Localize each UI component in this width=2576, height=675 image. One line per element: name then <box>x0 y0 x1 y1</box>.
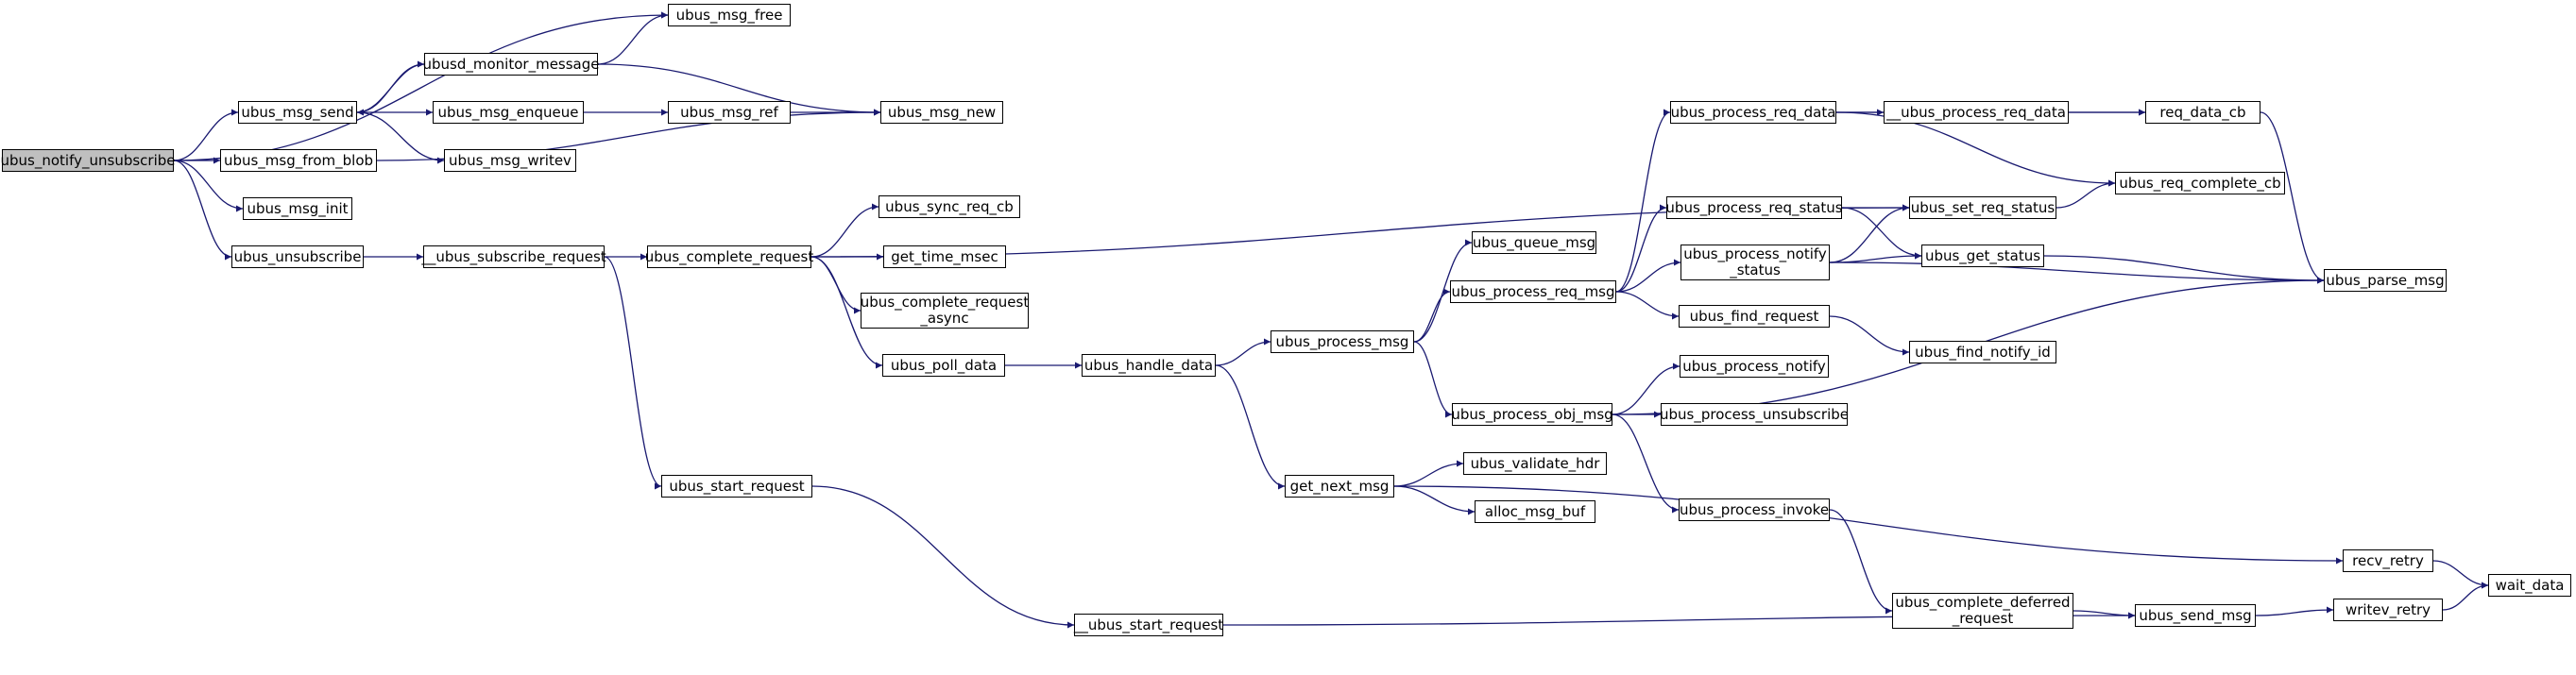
edge-req-data-cb-to-ubus-parse-msg <box>2260 111 2325 284</box>
node-recv-retry[interactable]: recv_retry <box>2343 549 2433 572</box>
edge-ubus-process-req-data-to-ubus-req-complete-cb <box>1835 111 2116 187</box>
node-ubus-msg-free[interactable]: ubus_msg_free <box>668 4 791 26</box>
node-ubus-parse-msg[interactable]: ubus_parse_msg <box>2324 269 2447 292</box>
node-ubus-queue-msg[interactable]: ubus_queue_msg <box>1472 231 1596 254</box>
node-ubus-msg-ref[interactable]: ubus_msg_ref <box>668 101 791 124</box>
node-ubus-complete-request[interactable]: ubus_complete_request <box>645 245 813 268</box>
node-get-time-msec[interactable]: get_time_msec <box>883 245 1006 268</box>
node-ubus-req-complete-cb[interactable]: ubus_req_complete_cb <box>2115 172 2285 194</box>
node-ubus-msg-from-blob[interactable]: ubus_msg_from_blob <box>220 149 377 172</box>
edge-writev-retry-to-wait-data <box>2442 582 2489 611</box>
edge-ubus-process-msg-to-ubus-process-req-msg <box>1413 288 1451 343</box>
edge-ubus-subscribe-request-to-ubus-start-request <box>604 256 662 490</box>
edge-ubus-process-invoke-to-ubus-complete-deferred-request <box>1829 509 1893 615</box>
edge-ubus-process-notify-status-to-ubus-set-req-status <box>1829 204 1910 263</box>
edge-ubus-msg-send-to-ubus-msg-writev <box>356 111 445 164</box>
edge-ubus-process-obj-msg-to-ubus-process-invoke <box>1612 413 1680 514</box>
edge-ubusd-monitor-message-to-ubus-msg-send <box>356 63 425 116</box>
node-alloc-msg-buf[interactable]: alloc_msg_buf <box>1475 500 1595 523</box>
node-writev-retry[interactable]: writev_retry <box>2333 599 2443 621</box>
edge-ubus-complete-request-to-ubus-sync-req-cb <box>810 203 879 258</box>
edge-ubusd-monitor-message-to-ubus-msg-new <box>597 63 881 116</box>
edge-get-next-msg-to-alloc-msg-buf <box>1393 485 1476 515</box>
edge-ubus-notify-unsubscribe-to-ubus-unsubscribe <box>173 160 232 261</box>
edge-get-next-msg-to-ubus-validate-hdr <box>1393 460 1464 487</box>
node-ubus-msg-new[interactable]: ubus_msg_new <box>880 101 1003 124</box>
node-ubus-notify-unsubscribe[interactable]: ubus_notify_unsubscribe <box>1 149 176 172</box>
edge-ubus-process-req-msg-to-ubus-find-request <box>1615 291 1680 320</box>
node-ubus-sync-req-cb[interactable]: ubus_sync_req_cb <box>879 195 1020 218</box>
node-ubus-set-req-status[interactable]: ubus_set_req_status <box>1909 196 2056 219</box>
node-ubus-subscribe-request[interactable]: __ubus_subscribe_request <box>421 245 606 268</box>
node-ubus-process-msg[interactable]: ubus_process_msg <box>1271 330 1414 353</box>
edge-ubus-send-msg-to-writev-retry <box>2255 606 2334 616</box>
node-ubus-find-notify-id[interactable]: ubus_find_notify_id <box>1909 341 2056 363</box>
node-ubus-get-status[interactable]: ubus_get_status <box>1921 245 2044 267</box>
edge-ubus-get-status-to-ubus-parse-msg <box>2043 255 2325 284</box>
node-ubus-msg-send[interactable]: ubus_msg_send <box>238 101 357 124</box>
node-ubus-process-req-data[interactable]: __ubus_process_req_data <box>1884 101 2069 124</box>
node-ubus-process-notify[interactable]: ubus_process_notify <box>1680 355 1829 378</box>
edge-ubus-handle-data-to-ubus-process-msg <box>1215 338 1271 366</box>
node-ubus-start-request[interactable]: ubus_start_request <box>661 475 812 498</box>
node-ubus-process-req-status[interactable]: ubus_process_req_status <box>1665 196 1843 219</box>
node-ubus-process-obj-msg[interactable]: ubus_process_obj_msg <box>1451 403 1613 426</box>
node-ubus-unsubscribe[interactable]: ubus_unsubscribe <box>231 245 364 268</box>
edge-ubusd-monitor-message-to-ubus-msg-free <box>597 11 669 65</box>
node-ubus-process-notify-status[interactable]: ubus_process_notify _status <box>1680 245 1830 280</box>
edge-ubus-process-notify-status-to-ubus-parse-msg <box>1829 262 2325 284</box>
edge-ubus-find-request-to-ubus-find-notify-id <box>1829 315 1910 356</box>
edge-ubus-process-obj-msg-to-ubus-process-notify <box>1612 363 1680 415</box>
edge-ubus-process-req-status-to-ubus-get-status <box>1841 207 1922 260</box>
node-ubus-find-request[interactable]: ubus_find_request <box>1679 305 1830 328</box>
node-req-data-cb[interactable]: req_data_cb <box>2145 101 2260 124</box>
node-ubus-start-request[interactable]: __ubus_start_request <box>1074 614 1223 636</box>
node-get-next-msg[interactable]: get_next_msg <box>1285 475 1394 498</box>
node-ubus-complete-deferred-request[interactable]: ubus_complete_deferred _request <box>1892 593 2073 629</box>
node-ubus-process-unsubscribe[interactable]: ubus_process_unsubscribe <box>1660 403 1849 426</box>
edge-ubus-handle-data-to-get-next-msg <box>1215 364 1286 490</box>
edge-ubus-process-req-msg-to-ubus-process-req-status <box>1615 204 1667 293</box>
node-ubus-msg-writev[interactable]: ubus_msg_writev <box>444 149 576 172</box>
edge-ubus-start-request-to-ubus-start-request <box>811 485 1075 629</box>
node-ubus-process-invoke[interactable]: ubus_process_invoke <box>1679 498 1830 521</box>
node-ubus-process-req-data[interactable]: ubus_process_req_data <box>1670 101 1836 124</box>
edge-ubus-process-req-msg-to-ubus-process-req-data <box>1615 109 1671 293</box>
edge-ubus-set-req-status-to-ubus-req-complete-cb <box>2056 179 2116 209</box>
node-ubus-complete-request-async[interactable]: ubus_complete_request _async <box>860 293 1030 329</box>
node-ubus-msg-enqueue[interactable]: ubus_msg_enqueue <box>433 101 584 124</box>
edge-ubus-complete-request-to-ubus-poll-data <box>810 256 883 369</box>
edge-ubus-process-req-msg-to-ubus-process-notify-status <box>1615 259 1681 293</box>
edge-ubus-notify-unsubscribe-to-ubus-msg-init <box>173 160 244 212</box>
node-ubus-handle-data[interactable]: ubus_handle_data <box>1082 354 1216 377</box>
node-wait-data[interactable]: wait_data <box>2488 574 2571 597</box>
node-ubus-send-msg[interactable]: ubus_send_msg <box>2135 604 2256 627</box>
node-ubus-msg-init[interactable]: ubus_msg_init <box>243 197 352 220</box>
node-ubus-poll-data[interactable]: ubus_poll_data <box>882 354 1005 377</box>
node-ubusd-monitor-message[interactable]: ubusd_monitor_message <box>423 53 600 76</box>
node-ubus-validate-hdr[interactable]: ubus_validate_hdr <box>1463 452 1607 475</box>
edge-ubus-process-msg-to-ubus-process-obj-msg <box>1413 341 1453 418</box>
edge-get-next-msg-to-recv-retry <box>1393 485 2344 565</box>
node-ubus-process-req-msg[interactable]: ubus_process_req_msg <box>1450 280 1616 303</box>
edge-ubus-notify-unsubscribe-to-ubus-msg-send <box>173 109 239 161</box>
